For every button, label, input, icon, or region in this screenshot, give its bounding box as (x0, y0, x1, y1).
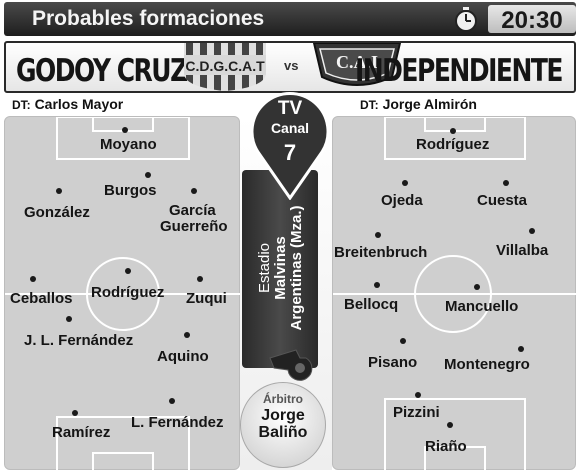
home-player: González (24, 204, 90, 221)
home-player: García (169, 202, 216, 219)
away-player: Cuesta (477, 192, 528, 209)
player-dot (30, 276, 36, 282)
player-dot (169, 398, 175, 404)
kickoff-time: 20:30 (501, 7, 563, 34)
home-player: Zuqui (186, 290, 227, 307)
stadium-label: Estadio Malvinas Argentinas (Mza.) (256, 173, 305, 363)
home-team-name: GODOY CRUZ (16, 52, 188, 89)
player-dot (529, 228, 535, 234)
teams-bar: GODOY CRUZ C.D.G.C.A.T vs C.A.I INDEPEND… (4, 41, 576, 93)
away-player: Rodríguez (416, 136, 490, 153)
referee-label: Árbitro (263, 392, 303, 406)
away-player: Pisano (368, 354, 418, 371)
player-dot (197, 276, 203, 282)
player-dot (374, 282, 380, 288)
player-dot (122, 127, 128, 133)
page-title: Probables formaciones (32, 7, 265, 30)
away-player: Villalba (496, 242, 549, 259)
player-dot (447, 422, 453, 428)
away-player: Riaño (425, 438, 467, 455)
away-crest: C.A.I (312, 43, 402, 86)
away-player: Pizzini (393, 404, 440, 421)
player-dot (503, 180, 509, 186)
home-crest-text: C.D.G.C.A.T (185, 58, 265, 74)
referee-name: Jorge Baliño (240, 407, 326, 441)
home-coach-name: Carlos Mayor (34, 96, 124, 112)
player-dot (450, 128, 456, 134)
home-player: Ceballos (10, 290, 73, 307)
vs-label: vs (284, 58, 299, 73)
player-dot (400, 338, 406, 344)
home-player: Rodríguez (91, 284, 165, 301)
player-dot (474, 284, 480, 290)
tv-channel-number: 7 (283, 140, 297, 165)
home-coach-label: DT: (12, 98, 31, 112)
player-dot (375, 232, 381, 238)
tv-label: TV (277, 98, 303, 119)
away-player: Bellocq (344, 296, 399, 313)
stadium-name-line1: Malvinas (272, 236, 289, 300)
home-player: Ramírez (52, 424, 111, 441)
home-player: Aquino (157, 348, 209, 365)
away-pitch-lines (333, 117, 577, 471)
home-pitch (4, 116, 241, 471)
player-dot (72, 410, 78, 416)
player-dot (56, 188, 62, 194)
stopwatch-icon (455, 7, 477, 32)
tv-channel-label: Canal (270, 120, 310, 136)
away-player: Breitenbruch (334, 244, 428, 261)
home-player: Burgos (104, 182, 157, 199)
player-dot (415, 392, 421, 398)
away-team-name: INDEPENDIENTE (354, 52, 564, 89)
away-pitch (332, 116, 577, 471)
home-player: Moyano (100, 136, 157, 153)
header-bar: Probables formaciones 20:30 (4, 2, 576, 36)
home-crest: C.D.G.C.A.T (184, 43, 266, 91)
referee-name-line1: Jorge (261, 407, 305, 424)
home-player: Guerreño (160, 218, 228, 235)
stadium-name-line2: Argentinas (Mza.) (288, 205, 305, 331)
stadium-prefix: Estadio (256, 242, 273, 294)
tv-badge (250, 92, 330, 200)
player-dot (518, 346, 524, 352)
time-box: 20:30 (488, 5, 576, 34)
away-crest-text: C.A.I (336, 52, 378, 72)
home-coach: DT: Carlos Mayor (12, 96, 123, 112)
stadium-bar (242, 170, 318, 368)
player-dot (66, 316, 72, 322)
home-player: L. Fernández (131, 414, 224, 431)
home-player: J. L. Fernández (24, 332, 134, 349)
player-dot (145, 172, 151, 178)
away-player: Montenegro (444, 356, 530, 373)
referee-name-line2: Baliño (258, 424, 308, 441)
referee-badge (240, 382, 326, 468)
away-player: Ojeda (381, 192, 423, 209)
player-dot (125, 268, 131, 274)
away-player: Mancuello (445, 298, 519, 315)
whistle-icon (269, 349, 313, 381)
player-dot (184, 332, 190, 338)
player-dot (402, 180, 408, 186)
away-coach-label: DT: (360, 98, 379, 112)
player-dot (191, 188, 197, 194)
away-coach-name: Jorge Almirón (382, 96, 477, 112)
away-coach: DT: Jorge Almirón (360, 96, 477, 112)
